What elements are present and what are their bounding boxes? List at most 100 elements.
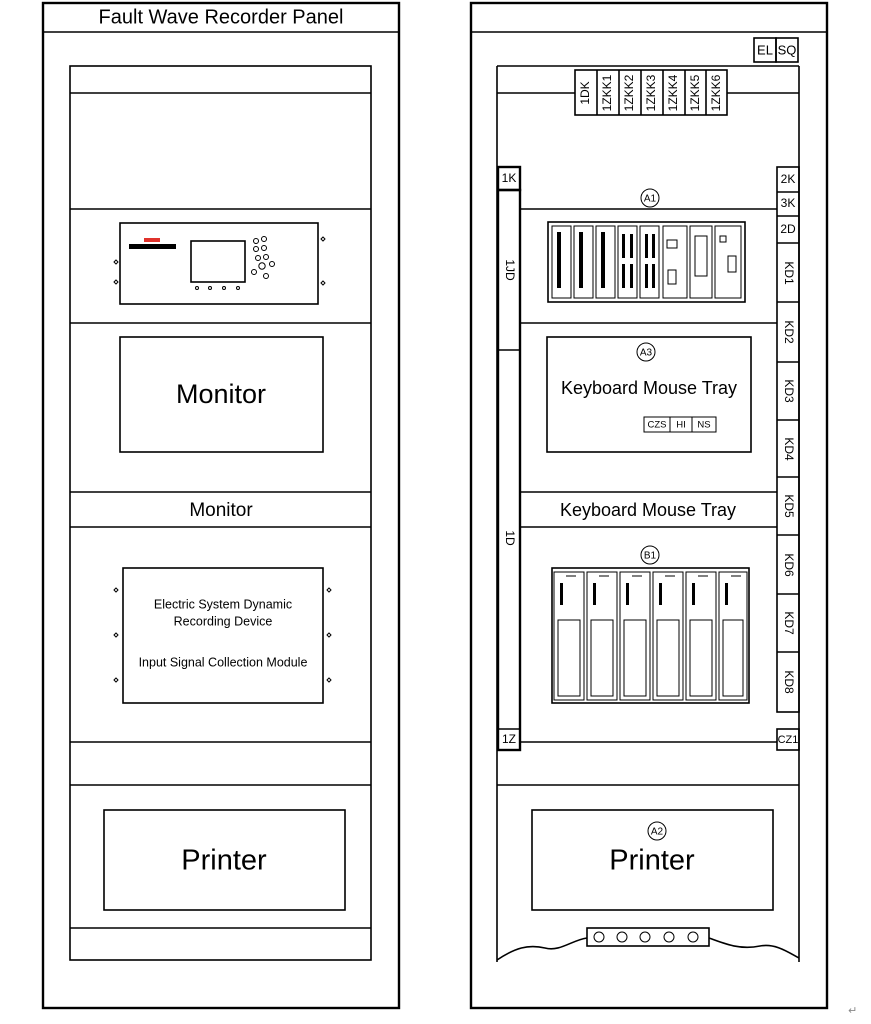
- keypad-button: [261, 245, 267, 251]
- module: [652, 571, 684, 701]
- switch-label-1zkk4: 1ZKK4: [666, 74, 680, 111]
- lamp-switch-labels: EL SQ: [753, 37, 799, 63]
- switch-label-1zkk5: 1ZKK5: [688, 74, 702, 111]
- left-cabinet-outline: [41, 1, 401, 1010]
- terminal-column-outline: [776, 166, 800, 713]
- tray-small-label-ns: NS: [697, 420, 710, 431]
- recorder-unit-outline: [119, 222, 319, 305]
- left-terminal-column: 1K 1JD 1D 1Z: [496, 165, 522, 752]
- tag-a1: A1: [644, 194, 657, 205]
- module: [619, 571, 651, 701]
- printer-label: Printer: [181, 845, 267, 877]
- port: [719, 235, 727, 243]
- terminal-2k: 2K: [781, 172, 796, 186]
- terminal-1d: 1D: [503, 530, 517, 546]
- recording-device-line1: Electric System Dynamic: [154, 597, 292, 611]
- switch-label-1dk: 1DK: [578, 81, 592, 104]
- cable-entry: [496, 927, 800, 961]
- terminal-block: [656, 619, 680, 697]
- recording-device-box: [122, 567, 324, 704]
- terminal-kd1: KD1: [782, 261, 796, 285]
- printer-box: [531, 809, 774, 911]
- tray-small-label-hi: HI: [676, 420, 686, 431]
- module: [718, 571, 748, 701]
- tag-a2: A2: [651, 827, 664, 838]
- switch-strip-outline: [574, 69, 728, 116]
- page-return-mark: ↵: [848, 1005, 857, 1017]
- keypad-button: [261, 236, 267, 242]
- connector: [601, 232, 605, 288]
- module: [685, 571, 717, 701]
- connector: [626, 583, 629, 605]
- terminal-cz1: CZ1: [778, 734, 799, 746]
- label-sq: SQ: [778, 42, 797, 57]
- connector: [630, 234, 633, 258]
- device-b1: B1: [551, 545, 750, 704]
- tray-label: Keyboard Mouse Tray: [561, 378, 737, 398]
- terminal-1k: 1K: [502, 171, 517, 185]
- terminal-block: [590, 619, 614, 697]
- break-line: [496, 937, 800, 961]
- connector: [579, 232, 583, 288]
- terminal-kd4: KD4: [782, 437, 796, 461]
- recorder-front-unit: [113, 222, 326, 305]
- monitor-box-label: Monitor: [176, 379, 266, 409]
- keypad-button: [263, 273, 269, 279]
- module: [714, 225, 742, 299]
- mounting-holes: [113, 587, 332, 683]
- tag-circle: [647, 821, 667, 841]
- module: [662, 225, 688, 299]
- connector: [725, 583, 728, 605]
- connector: [557, 232, 561, 288]
- keypad-button: [255, 255, 261, 261]
- terminal-3k: 3K: [781, 196, 796, 210]
- right-cabinet: EL SQ 1DK 1ZKK1 1Z: [469, 1, 829, 1010]
- connector: [622, 264, 625, 288]
- connector: [622, 234, 625, 258]
- keypad-button: [258, 262, 266, 270]
- module: [595, 225, 616, 299]
- terminal-block: [689, 619, 713, 697]
- tag-circle: [640, 188, 660, 208]
- tag-b1: B1: [644, 551, 657, 562]
- key-mark: [208, 286, 212, 290]
- module: [553, 571, 585, 701]
- cable-gland-plate: [586, 927, 710, 947]
- terminal-kd7: KD7: [782, 611, 796, 635]
- cable-hole: [593, 931, 605, 943]
- terminal-kd8: KD8: [782, 670, 796, 694]
- keypad-button: [263, 254, 269, 260]
- right-cabinet-outline: [469, 1, 829, 1010]
- terminal-block: [557, 619, 581, 697]
- keypad-button: [253, 238, 259, 244]
- terminal-block: [722, 619, 744, 697]
- left-cabinet: Fault Wave Recorder Panel: [41, 1, 401, 1010]
- monitor-box: [119, 336, 324, 453]
- indicator-light: [144, 238, 160, 242]
- printer-label: Printer: [609, 845, 695, 877]
- connector: [645, 264, 648, 288]
- status-bar: [129, 244, 176, 249]
- recording-device-line2: Recording Device: [174, 614, 273, 628]
- tray-strip-label: Keyboard Mouse Tray: [560, 500, 736, 520]
- label-el: EL: [757, 42, 773, 57]
- cable-hole: [639, 931, 651, 943]
- device-a3: A3 Keyboard Mouse Tray CZS HI NS: [546, 336, 752, 453]
- switch-label-strip: 1DK 1ZKK1 1ZKK2 1ZKK3 1ZKK4 1ZKK5 1ZKK6: [574, 69, 728, 116]
- device-a1-outline: [547, 221, 746, 303]
- device-b1-modules: [553, 571, 748, 701]
- terminal-kd2: KD2: [782, 320, 796, 344]
- port: [727, 255, 737, 273]
- monitor-strip-label: Monitor: [189, 500, 253, 521]
- device-a1-modules: [551, 225, 742, 299]
- connector: [593, 583, 596, 605]
- switch-label-1zkk2: 1ZKK2: [622, 74, 636, 111]
- keypad-button: [269, 261, 275, 267]
- cable-hole: [616, 931, 628, 943]
- tag-circle: [636, 342, 656, 362]
- label-box: [775, 37, 799, 63]
- screen-key-marks: [195, 286, 240, 290]
- port: [666, 239, 678, 249]
- printer-box: [103, 809, 346, 911]
